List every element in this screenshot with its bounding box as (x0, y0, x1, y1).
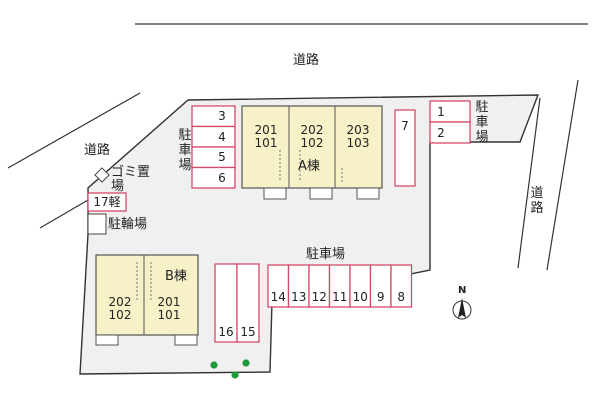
tree (231, 371, 239, 379)
building-b-name: B棟 (165, 269, 187, 284)
parking-space-number: 2 (437, 125, 445, 140)
unit-upper-number: 202 (108, 295, 132, 309)
light-vehicle-label: 17軽 (93, 195, 121, 209)
building-b-entrance (95, 334, 119, 346)
parking-space-number: 12 (311, 290, 327, 304)
building-a (241, 105, 383, 200)
building-a-stairs (279, 150, 343, 184)
parking-space-number: 3 (218, 109, 226, 124)
parking-space (390, 264, 413, 308)
building-a-entrance (309, 187, 333, 200)
unit-upper-number: 203 (346, 123, 370, 137)
tree (242, 359, 250, 367)
unit-lower-number: 102 (108, 308, 132, 322)
unit-lower-number: 101 (254, 136, 278, 150)
road-label-right: 道路 (530, 186, 544, 216)
parking-label-a-side: 駐車場 (178, 128, 192, 173)
parking-label-middle: 駐車場 (306, 247, 346, 262)
building-a-name: A棟 (298, 159, 320, 174)
unit-upper-number: 201 (254, 123, 278, 137)
tree (210, 361, 218, 369)
parking-space-number: 4 (218, 129, 226, 144)
building-b-outline (95, 254, 199, 336)
garbage-area-label: ゴミ置場 (111, 165, 151, 194)
parking-space-number: 5 (218, 150, 226, 165)
parking-space-number: 10 (352, 290, 368, 304)
parking-space-number: 13 (291, 290, 307, 304)
unit-lower-number: 101 (157, 308, 181, 322)
parking-space (429, 121, 471, 144)
parking-label-top-right: 駐車場 (475, 100, 489, 145)
parking-space (191, 166, 236, 189)
parking-space (236, 263, 260, 343)
road-right-edge-inner (517, 97, 541, 269)
parking-space-light-vehicle (87, 192, 127, 212)
parking-space-number: 8 (397, 290, 406, 304)
unit-upper-number: 201 (157, 295, 181, 309)
building-b-entrance (174, 334, 198, 346)
parking-space-number: 14 (270, 290, 286, 304)
unit-lower-number: 103 (346, 136, 370, 150)
road-left-edge-outer (7, 92, 141, 169)
bicycle-parking-label: 駐輪場 (108, 217, 148, 232)
building-a-outline (241, 105, 383, 189)
garbage-area-marker (94, 167, 110, 183)
trees (210, 359, 250, 379)
unit-lower-number: 102 (300, 136, 324, 150)
parking-space-number: 16 (218, 325, 234, 339)
road-right-edge-outer (546, 79, 579, 271)
parking-space-number: 11 (332, 290, 348, 304)
road-left-edge-inner (39, 199, 89, 229)
road-label-left: 道路 (84, 143, 111, 158)
compass-needle-icon (458, 298, 466, 318)
compass-north-label: N (458, 285, 467, 296)
parking-space (394, 109, 416, 187)
parking-space-number: 9 (376, 290, 385, 304)
parking-space-number: 15 (240, 325, 256, 339)
parking-space-number: 1 (437, 104, 445, 119)
parking-space-number: 6 (218, 170, 226, 185)
unit-upper-number: 202 (300, 123, 324, 137)
parking-spaces (87, 100, 471, 343)
bicycle-parking-marker (87, 213, 107, 235)
building-b (95, 254, 199, 346)
road-label-top: 道路 (293, 53, 320, 68)
building-a-entrance (263, 187, 287, 200)
compass (452, 298, 472, 320)
parking-space-number: 7 (401, 119, 409, 133)
building-a-entrance (356, 187, 380, 200)
